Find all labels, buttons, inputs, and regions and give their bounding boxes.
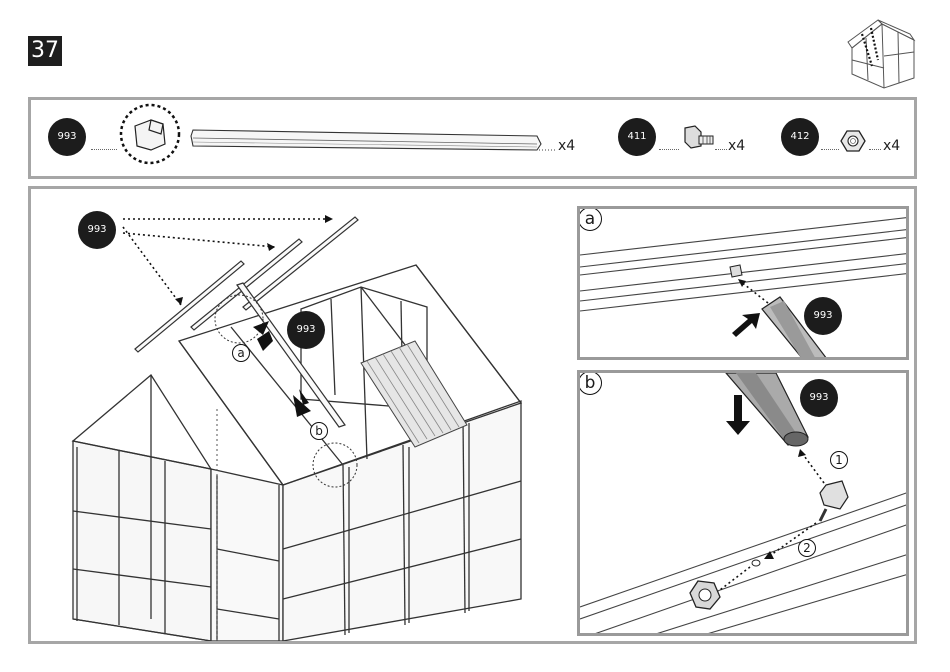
detail-a-panel: a 993 [577,206,909,360]
step-2-label: 2 [798,539,816,557]
part-code-badge: 993 [48,118,86,156]
part-code-badge: 993 [78,211,116,249]
detail-a-drawing [580,209,909,360]
part-code-badge: 993 [800,379,838,417]
detail-b-panel: b 993 1 2 [577,370,909,636]
part-code-badge: 993 [287,311,325,349]
greenhouse-drawing [31,189,571,641]
step-number: 37 [28,36,62,66]
part-quantity: x4 [558,138,575,154]
assembly-illustration: 993 993 a b a 993 [28,186,917,644]
detail-b-drawing [580,373,909,636]
leader-dots [821,149,839,150]
leader-dots [659,149,679,150]
part-code-badge: 411 [618,118,656,156]
greenhouse-thumbnail-icon [838,12,920,92]
nut-icon [839,127,869,157]
bolt-icon [679,122,719,162]
detail-b-tag: b [578,371,602,395]
part-code-badge: 412 [781,118,819,156]
part-quantity: x4 [728,138,745,154]
callout-a-label: a [232,344,250,362]
detail-a-tag: a [578,207,602,231]
step-1-label: 1 [830,451,848,469]
leader-dots [91,149,117,150]
parts-list: 993 x4 411 x4 412 x4 [28,97,917,179]
part-quantity: x4 [883,138,900,154]
part-code-badge: 993 [804,297,842,335]
callout-b-label: b [310,422,328,440]
leader-dots [869,149,881,150]
leader-dots [715,149,727,150]
